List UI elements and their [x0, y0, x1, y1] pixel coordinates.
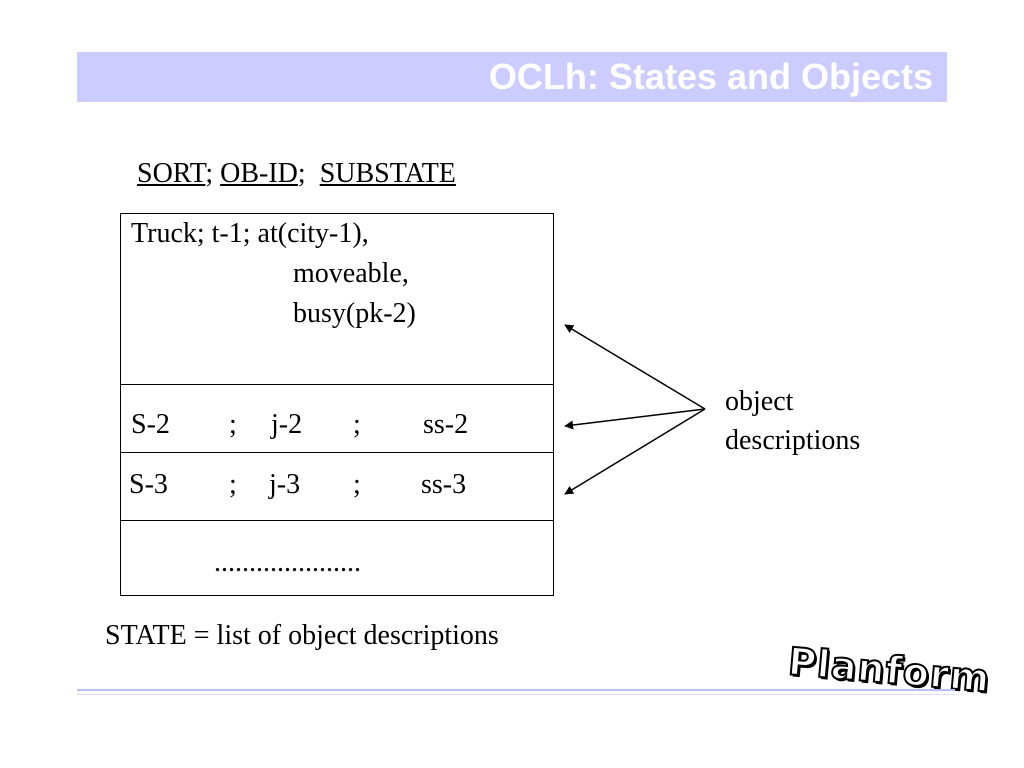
s2-sep-1: ; — [229, 409, 237, 440]
column-header: SORT; OB-ID; SUBSTATE — [137, 158, 456, 190]
label-line-1: object — [725, 386, 794, 417]
truck-line-1: Truck; t-1; at(city-1), — [131, 218, 369, 249]
s3-substate: ss-3 — [421, 469, 467, 500]
state-box: Truck; t-1; at(city-1), moveable, busy(p… — [120, 213, 554, 596]
ellipsis: ..................... — [214, 547, 361, 578]
s3-sep-1: ; — [229, 469, 237, 500]
s2-sort: S-2 — [131, 409, 170, 440]
arrow-to-s3 — [564, 408, 706, 495]
header-sep-2: ; — [297, 158, 306, 189]
object-cell-s2: S-2 ; j-2 ; ss-2 — [121, 385, 553, 453]
object-descriptions-label: object descriptions — [725, 382, 860, 460]
header-obid: OB-ID — [220, 158, 298, 189]
footer-rule-secondary — [77, 694, 955, 695]
title-bar: OCLh: States and Objects — [77, 52, 947, 102]
s2-id: j-2 — [271, 409, 303, 440]
state-definition: STATE = list of object descriptions — [105, 620, 499, 651]
header-sep-1: ; — [205, 158, 214, 189]
label-line-2: descriptions — [725, 425, 861, 456]
s2-substate: ss-2 — [423, 409, 469, 440]
arrow-to-s2 — [564, 408, 706, 430]
header-sort: SORT — [137, 158, 206, 189]
s2-sep-2: ; — [353, 409, 361, 440]
object-cell-truck: Truck; t-1; at(city-1), moveable, busy(p… — [121, 214, 553, 385]
header-substate: SUBSTATE — [319, 158, 456, 189]
object-cell-s3: S-3 ; j-3 ; ss-3 — [121, 453, 553, 521]
s3-id: j-3 — [269, 469, 301, 500]
footer-rule — [77, 689, 955, 691]
s3-sort: S-3 — [129, 469, 168, 500]
arrow-to-truck — [564, 324, 706, 410]
truck-line-2: moveable, — [293, 258, 409, 289]
slide-title: OCLh: States and Objects — [488, 56, 933, 97]
truck-line-3: busy(pk-2) — [293, 298, 416, 329]
s3-sep-2: ; — [353, 469, 361, 500]
object-cell-more: ..................... — [121, 521, 553, 597]
